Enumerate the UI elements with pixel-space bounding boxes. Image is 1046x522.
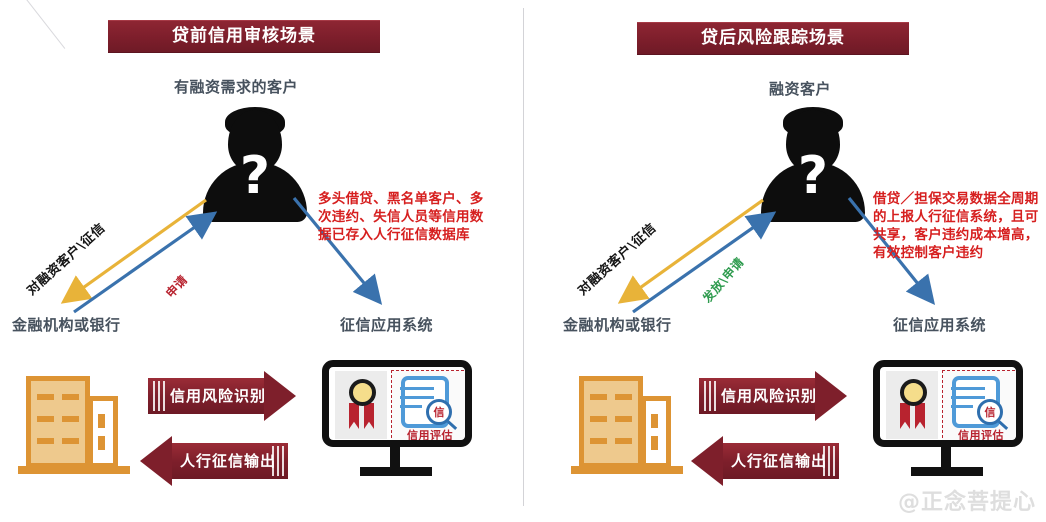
bank-building-icon-left — [18, 368, 130, 478]
customer-avatar-right: ? — [753, 107, 873, 222]
arrow-gold-to-bank — [60, 198, 207, 304]
credit-assessment-card-right: 信 信用评估 — [942, 370, 1016, 440]
panel-divider — [523, 8, 524, 506]
watermark: @正念菩提心 — [897, 490, 1036, 515]
banner-forward-label-right: 信用风险识别 — [721, 387, 818, 405]
banner-credit-risk-identification-left: 信用风险识别 — [148, 371, 296, 421]
screen-caption-right: 信用评估 — [958, 429, 1004, 440]
panel-pre-loan: 贷前信用审核场景 有融资需求的客户 ? — [12, 20, 484, 486]
banner-backward-label-left: 人行征信输出 — [180, 452, 277, 470]
panel-post-loan: 贷后风险跟踪场景 融资客户 ? 对融资 — [523, 0, 1046, 522]
banner-backward-label-right: 人行征信输出 — [731, 452, 828, 470]
arrow-blue-apply — [73, 211, 218, 314]
medal-icon-right — [894, 379, 932, 431]
bank-label-left: 金融机构或银行 — [12, 316, 121, 334]
arrow-blue-to-system — [292, 196, 383, 305]
avatar-head — [228, 110, 282, 172]
credit-system-monitor-left: 信 信用评估 — [322, 360, 472, 486]
arrow-blue-apply — [632, 211, 777, 314]
banner-pboc-output-right: 人行征信输出 — [691, 436, 839, 486]
bank-label-right: 金融机构或银行 — [563, 316, 672, 334]
note-text-left: 多头借贷、黑名单客户、多次违约、失信人员等信用数据已存入人行征信数据库 — [318, 191, 484, 243]
bank-building-icon-right — [571, 368, 683, 478]
avatar-question-glyph: ? — [797, 146, 829, 206]
banner-forward-label-left: 信用风险识别 — [170, 387, 267, 405]
customer-avatar-left: ? — [195, 107, 315, 222]
panel-title-post-loan: 贷后风险跟踪场景 — [637, 22, 909, 55]
panel-title-pre-loan: 贷前信用审核场景 — [108, 20, 380, 53]
note-text-right: 借贷／担保交易数据全周期的上报人行征信系统，且可共享，客户违约成本增高，有效控制… — [873, 191, 1039, 261]
credit-system-monitor-right: 信 信用评估 — [873, 360, 1023, 486]
avatar-head — [786, 110, 840, 172]
customer-label-right: 融资客户 — [769, 80, 832, 98]
banner-credit-risk-identification-right: 信用风险识别 — [699, 371, 847, 421]
arrow-gold-to-bank — [617, 198, 764, 304]
arrow-layer-right — [617, 196, 936, 314]
credit-assessment-card-left: 信 信用评估 — [391, 370, 465, 440]
system-label-right: 征信应用系统 — [893, 316, 987, 334]
screen-caption-left: 信用评估 — [407, 429, 453, 440]
medal-icon-left — [343, 379, 381, 431]
avatar-question-glyph: ? — [239, 146, 271, 206]
arrow-blue-to-system — [847, 196, 936, 305]
system-label-left: 征信应用系统 — [340, 316, 434, 334]
customer-label-left: 有融资需求的客户 — [174, 78, 299, 96]
banner-pboc-output-left: 人行征信输出 — [140, 436, 288, 486]
arrow-layer-left — [60, 196, 383, 314]
